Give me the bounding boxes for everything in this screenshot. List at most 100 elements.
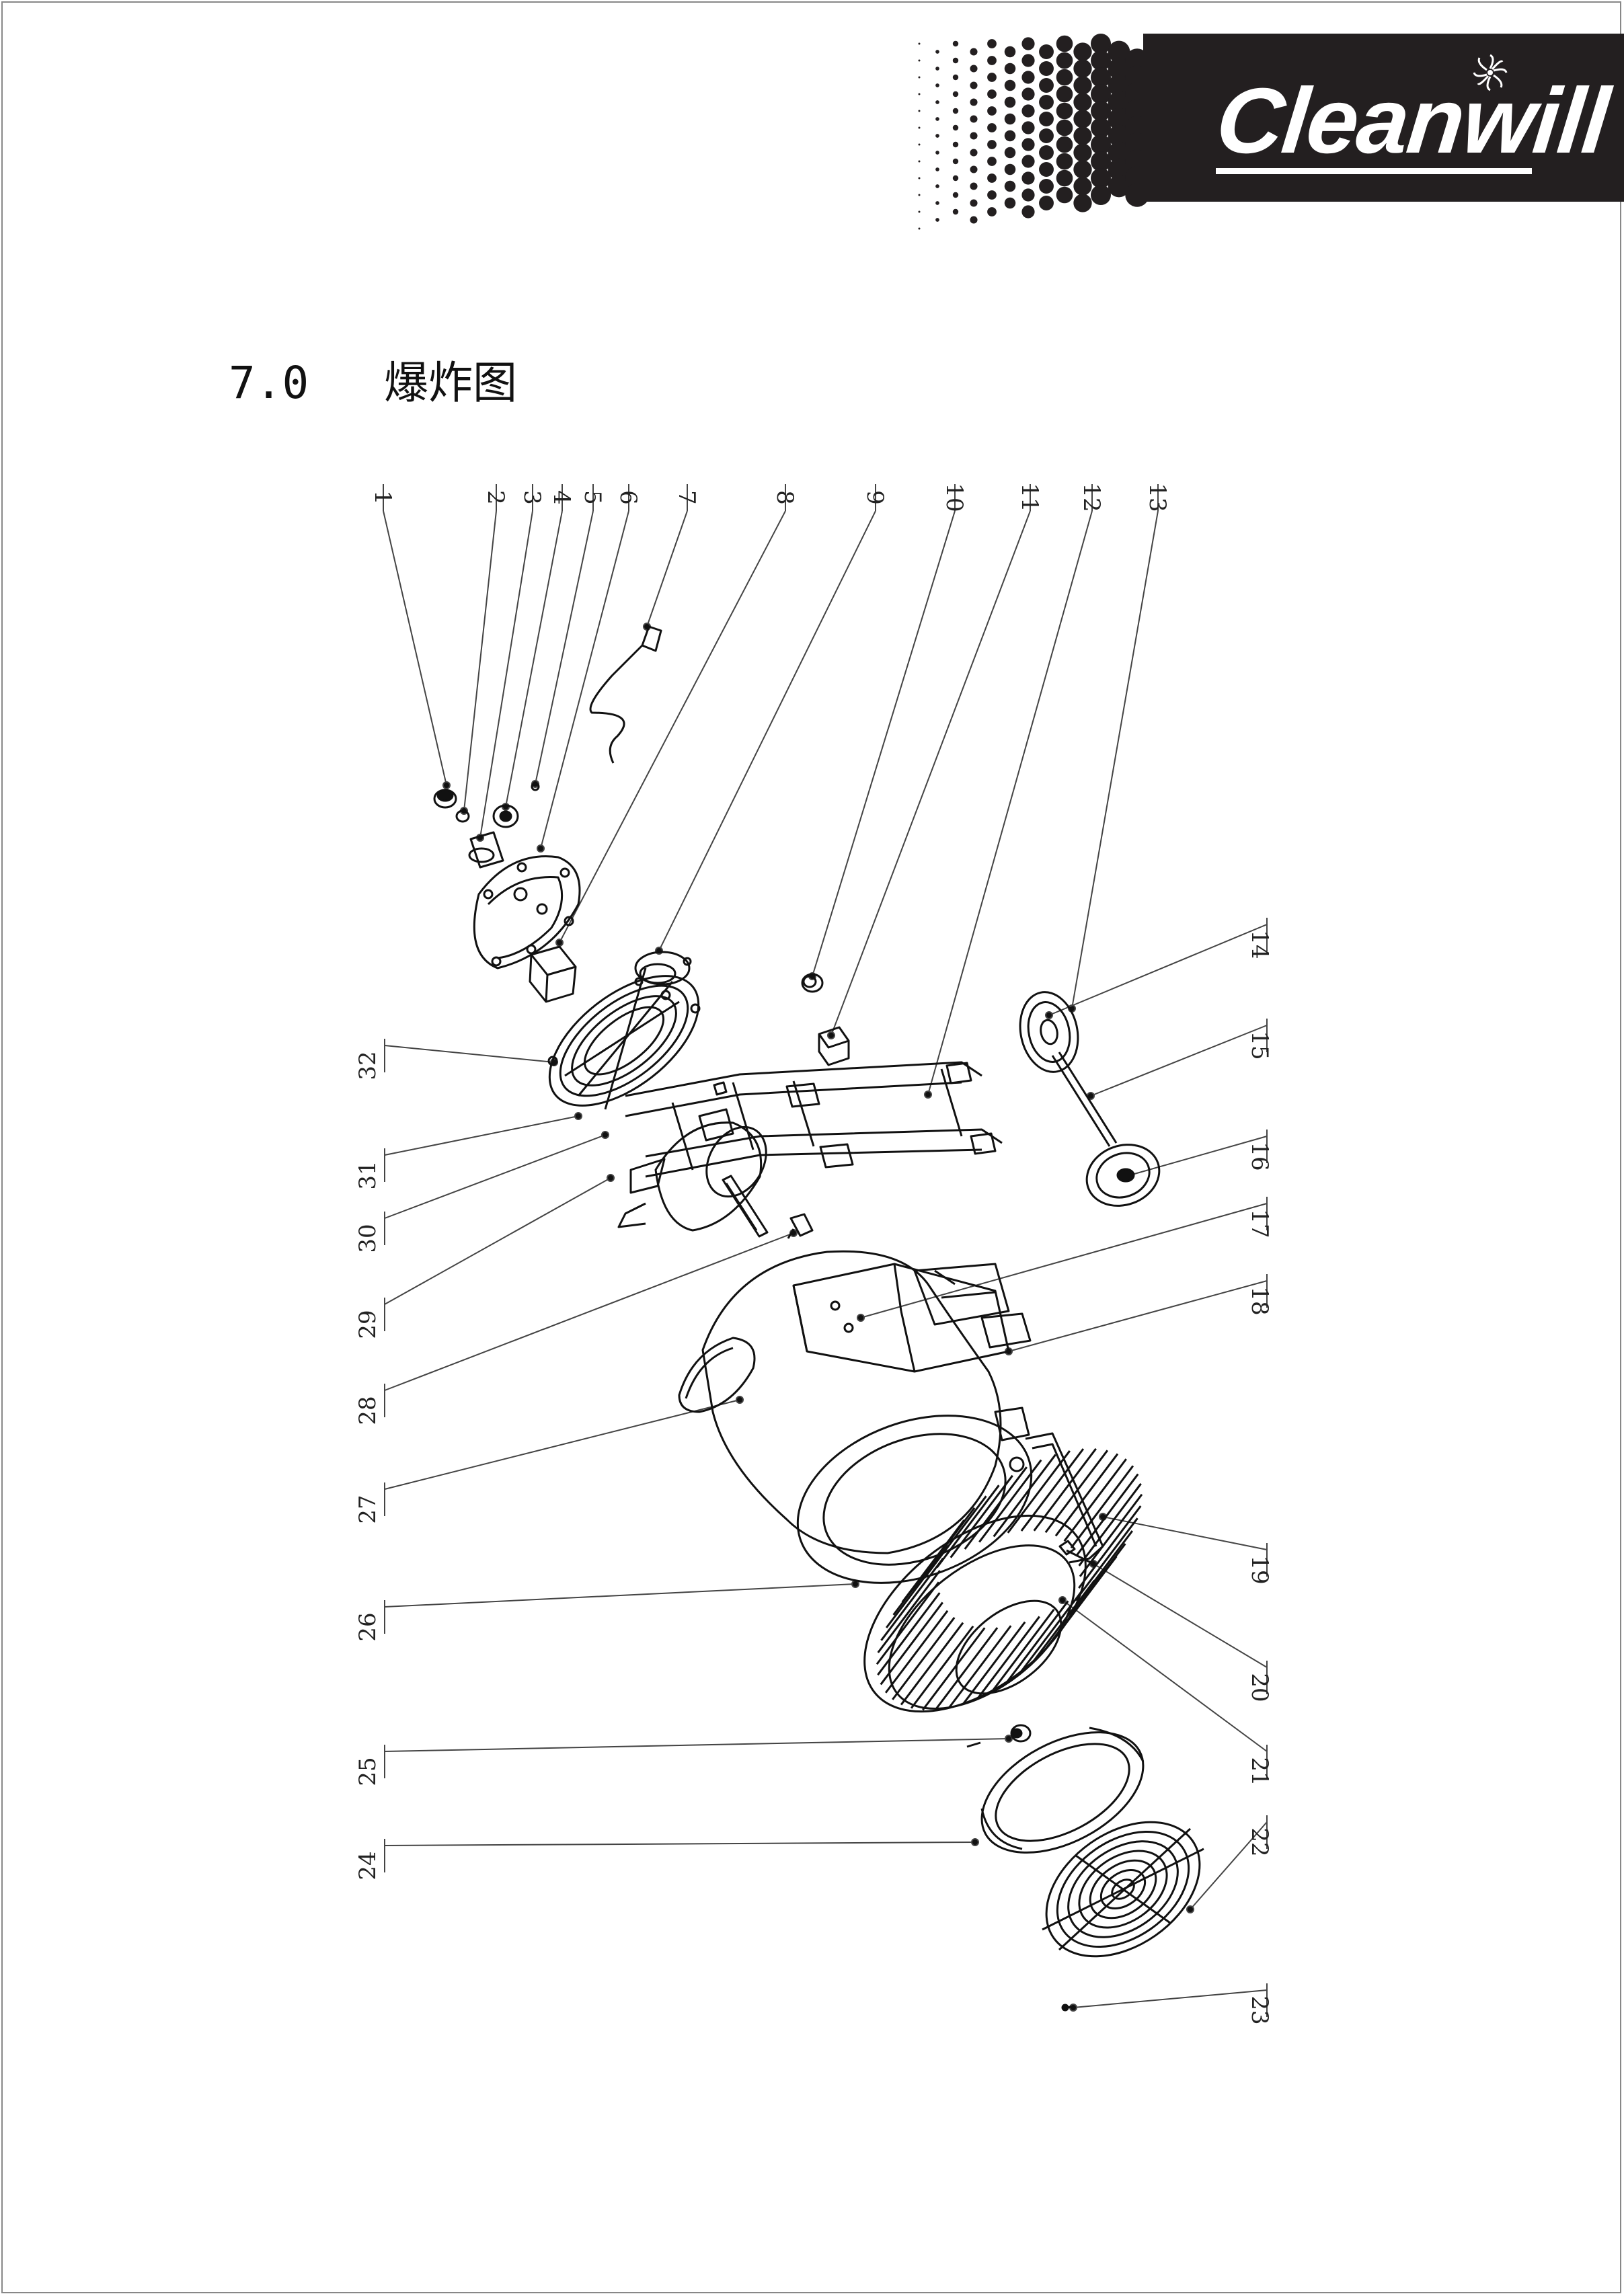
leader-line — [1090, 1025, 1268, 1097]
switch-box-part — [473, 855, 581, 969]
leader-arrowhead — [1045, 1011, 1053, 1019]
callout-label-3: 3 — [518, 490, 545, 505]
leader-line — [860, 1203, 1268, 1318]
callout-label-9: 9 — [861, 490, 888, 505]
hub-nut-part — [966, 1724, 1032, 1748]
callout-label-31: 31 — [354, 1160, 381, 1189]
leader-arrowhead — [574, 1112, 582, 1120]
leader-line — [479, 510, 533, 838]
power-cord-part — [589, 625, 662, 764]
leader-line — [1093, 1563, 1268, 1668]
leader-arrowhead — [442, 781, 451, 789]
leader-arrowhead — [555, 939, 564, 947]
leader-line — [384, 1045, 555, 1063]
guard-grill-part — [1042, 1821, 1204, 1958]
leader-lines — [383, 484, 1268, 2017]
leader-line — [1073, 1989, 1268, 2008]
callout-label-27: 27 — [354, 1495, 381, 1523]
leader-arrowhead — [971, 1838, 979, 1846]
section-heading: 7.0 爆炸图 — [229, 356, 517, 410]
callout-label-25: 25 — [354, 1757, 381, 1786]
callout-label-23: 23 — [1246, 1995, 1273, 2024]
callout-label-26: 26 — [354, 1612, 381, 1641]
leader-line — [1062, 1599, 1268, 1752]
callout-label-14: 14 — [1246, 930, 1273, 959]
callout-label-28: 28 — [354, 1396, 381, 1425]
brand-underline — [1216, 168, 1532, 174]
callout-label-13: 13 — [1144, 483, 1171, 512]
callout-label-17: 17 — [1246, 1209, 1273, 1238]
leader-line — [384, 1134, 606, 1219]
callout-label-6: 6 — [615, 490, 642, 505]
leader-line — [830, 510, 1031, 1036]
wheel-axle-part — [1019, 991, 1161, 1207]
callout-label-1: 1 — [369, 490, 396, 505]
callout-label-24: 24 — [354, 1851, 381, 1880]
motor-part — [617, 1121, 769, 1238]
leader-line — [1008, 1280, 1268, 1352]
section-number: 7.0 — [229, 357, 309, 409]
leader-line — [505, 510, 563, 807]
leader-line — [1190, 1821, 1268, 1910]
callout-label-15: 15 — [1246, 1031, 1273, 1060]
inlet-ring-part — [980, 1727, 1145, 1854]
leader-line — [559, 510, 786, 943]
callout-label-16: 16 — [1246, 1142, 1273, 1171]
leader-line — [927, 510, 1093, 1095]
exploded-parts-drawing — [433, 625, 1204, 2012]
callout-label-8: 8 — [771, 490, 798, 505]
callout-label-11: 11 — [1016, 483, 1043, 512]
callout-label-22: 22 — [1246, 1827, 1273, 1856]
leader-arrowhead — [924, 1091, 932, 1099]
callout-label-2: 2 — [482, 490, 509, 505]
leader-line — [384, 1232, 794, 1391]
capacitor-part — [529, 945, 577, 1003]
leader-arrowhead — [601, 1131, 609, 1139]
callout-label-4: 4 — [548, 490, 575, 505]
leader-line — [384, 1842, 976, 1846]
screw-part — [1061, 2004, 1074, 2012]
callout-label-19: 19 — [1246, 1555, 1273, 1584]
handle-bracket-part — [1025, 1432, 1104, 1565]
leader-arrowhead — [1186, 1905, 1194, 1913]
leader-line — [1102, 1516, 1268, 1550]
leader-line — [384, 1583, 856, 1608]
callout-label-32: 32 — [354, 1051, 381, 1080]
leader-line — [1071, 510, 1159, 1009]
leader-line — [535, 510, 594, 785]
leader-arrowhead — [736, 1396, 744, 1404]
callout-label-18: 18 — [1246, 1286, 1273, 1315]
callout-label-30: 30 — [354, 1224, 381, 1253]
callout-label-21: 21 — [1246, 1757, 1273, 1786]
leader-arrowhead — [537, 844, 545, 853]
switch-knob-part — [433, 782, 540, 869]
blower-housing-part — [678, 1250, 1033, 1584]
impeller-part — [863, 1448, 1143, 1713]
mounting-plate-part — [547, 967, 701, 1110]
callout-label-10: 10 — [941, 483, 968, 512]
callout-label-29: 29 — [354, 1310, 381, 1339]
leader-arrowhead — [857, 1314, 865, 1322]
callout-label-7: 7 — [673, 490, 700, 505]
leader-line — [812, 510, 956, 977]
leader-line — [384, 1177, 611, 1305]
leader-line — [658, 510, 876, 951]
leader-line — [384, 1115, 579, 1156]
leader-line — [384, 1738, 1009, 1752]
leader-arrowhead — [607, 1174, 615, 1182]
section-title: 爆炸图 — [383, 357, 517, 409]
swirl-logo-icon — [1473, 54, 1508, 91]
callout-label-12: 12 — [1078, 483, 1105, 512]
halftone-dot-pattern — [918, 34, 1149, 230]
callout-label-20: 20 — [1246, 1673, 1273, 1702]
leader-arrowhead — [1058, 1596, 1067, 1604]
leader-line — [540, 510, 629, 849]
leader-line — [384, 1399, 740, 1490]
small-plug-part — [801, 973, 824, 993]
leader-line — [463, 510, 497, 811]
square-nut-part — [818, 1026, 850, 1066]
leader-line — [646, 510, 688, 627]
handle-frame-part — [625, 1061, 1003, 1194]
